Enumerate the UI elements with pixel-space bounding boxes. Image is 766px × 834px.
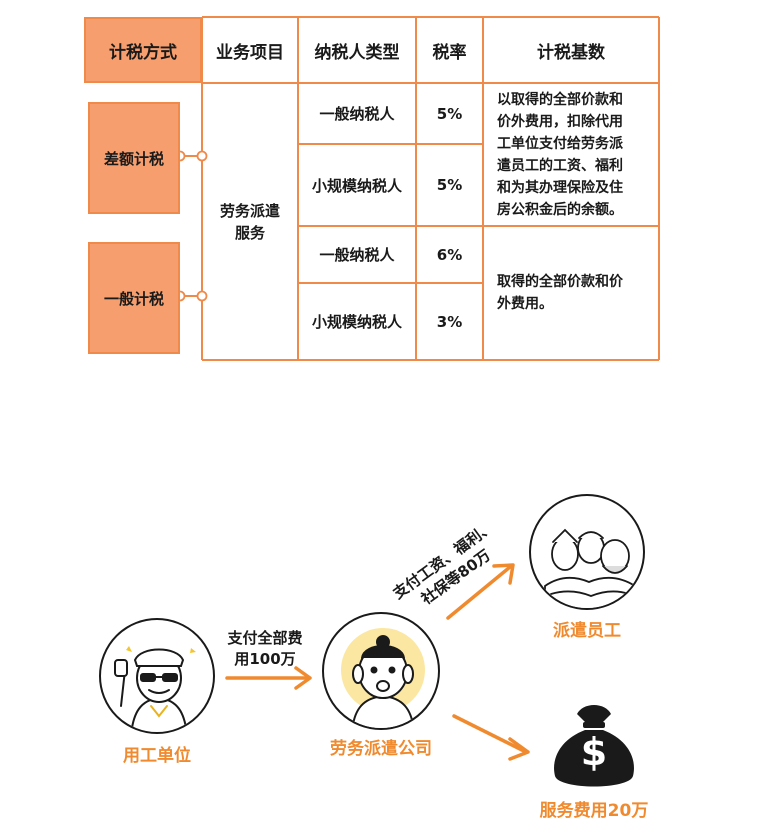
rate-row-3: 6% xyxy=(436,245,463,264)
pay-all-line-1: 支付全部费 xyxy=(227,629,303,647)
basis-general: 取得的全部价款和价 外费用。 xyxy=(483,226,659,360)
taxpayer-row-1: 一般纳税人 xyxy=(319,105,395,123)
basis-line: 工单位支付给劳务派 xyxy=(497,135,623,152)
rate-row-2: 5% xyxy=(436,176,463,194)
basis-line: 房公积金后的余额。 xyxy=(497,201,623,218)
header-basis: 计税基数 xyxy=(537,42,605,63)
fee-label: 服务费用20万 xyxy=(539,801,649,821)
basis-line: 和为其办理保险及住 xyxy=(497,179,623,196)
service-line-2: 服务 xyxy=(234,223,265,242)
method-general: 一般计税 xyxy=(88,242,180,354)
taxpayer-row-3: 一般纳税人 xyxy=(319,246,395,264)
employer-figure-icon xyxy=(114,646,196,732)
money-bag-icon xyxy=(554,705,634,787)
agency-label: 劳务派遣公司 xyxy=(330,739,432,759)
workers-illustration xyxy=(529,494,645,610)
agency-illustration xyxy=(322,612,440,730)
service-line-1: 劳务派遣 xyxy=(219,201,280,220)
basis-line: 外费用。 xyxy=(497,296,553,312)
employer-label: 用工单位 xyxy=(123,746,191,766)
header-method-label: 计税方式 xyxy=(109,42,177,63)
table-grid xyxy=(174,16,660,361)
service-cell: 劳务派遣 服务 xyxy=(202,83,298,360)
basis-line: 取得的全部价款和价 xyxy=(497,274,623,290)
rate-row-4: 3% xyxy=(436,312,463,331)
employer-illustration xyxy=(99,618,215,734)
workers-label: 派遣员工 xyxy=(553,621,621,641)
agency-figure-icon xyxy=(341,628,425,728)
method-general-label: 一般计税 xyxy=(103,289,164,308)
header-method: 计税方式 xyxy=(84,17,202,83)
basis-line: 价外费用，扣除代用 xyxy=(497,113,623,130)
basis-difference: 以取得的全部价款和 价外费用，扣除代用 工单位支付给劳务派 遣员工的工资、福利 … xyxy=(483,83,659,226)
basis-line: 遣员工的工资、福利 xyxy=(497,157,623,174)
workers-group-icon xyxy=(544,528,636,608)
rate-row-1: 5% xyxy=(436,104,463,123)
header-taxpayer: 纳税人类型 xyxy=(314,42,400,63)
taxpayer-row-4: 小规模纳税人 xyxy=(311,313,402,331)
taxpayer-row-2: 小规模纳税人 xyxy=(311,176,402,195)
pay-all-note: 支付全部费 用100万 xyxy=(220,628,310,670)
method-difference-label: 差额计税 xyxy=(103,149,164,168)
arrow-agency-to-workers xyxy=(446,565,512,620)
arrow-agency-to-fee xyxy=(452,714,526,753)
basis-line: 以取得的全部价款和 xyxy=(497,91,623,108)
pay-all-line-2: 用100万 xyxy=(234,650,296,668)
header-service: 业务项目 xyxy=(216,42,284,63)
dollar-symbol: $ xyxy=(580,730,608,774)
method-difference: 差额计税 xyxy=(88,102,180,214)
header-rate: 税率 xyxy=(432,42,467,63)
